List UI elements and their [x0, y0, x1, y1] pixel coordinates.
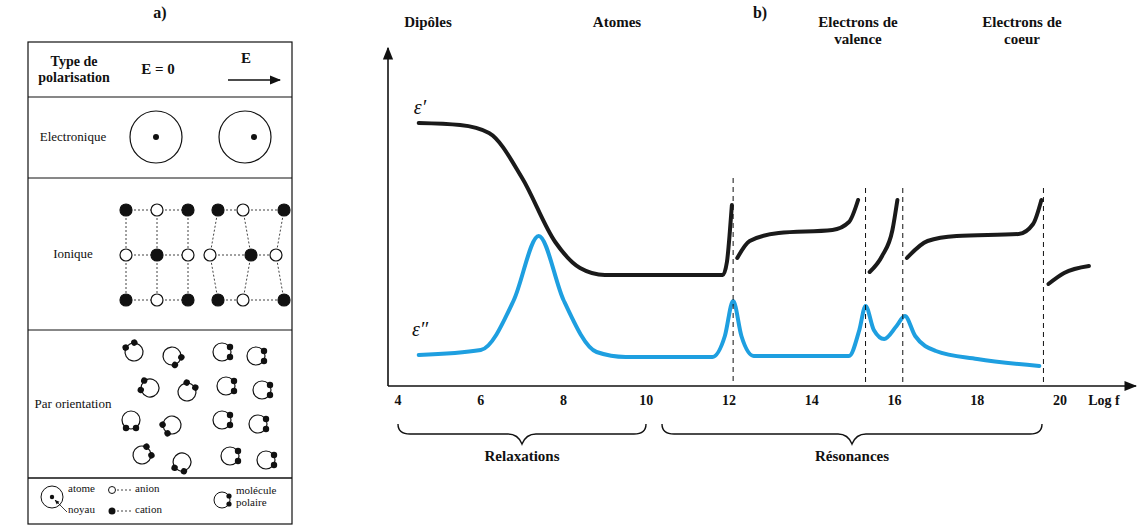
legend-text: cation	[135, 503, 180, 515]
range-label: Résonances	[792, 448, 912, 465]
curve-label: ε″	[405, 318, 435, 341]
tick-label: 16	[880, 393, 910, 409]
legend-text: noyau	[68, 503, 108, 515]
range-label: Relaxations	[462, 448, 582, 465]
range-braces	[398, 424, 1042, 444]
band-label: Dipôles	[383, 14, 473, 31]
tick-label: 14	[797, 393, 827, 409]
panel-letter: a)	[140, 4, 180, 22]
band-label: Atomes	[572, 14, 662, 31]
tick-label: 4	[383, 393, 413, 409]
cell-text: E	[241, 50, 251, 67]
axis-title: Log f	[1079, 393, 1129, 409]
tick-label: 10	[631, 393, 661, 409]
tick-label: 20	[1045, 393, 1075, 409]
legend-text: atome	[68, 482, 108, 494]
chart-axes	[388, 48, 1136, 386]
atom-figure	[130, 111, 271, 163]
cell-text: Type de polarisation	[32, 54, 116, 86]
tick-label: 12	[714, 393, 744, 409]
curve-label: ε′	[405, 96, 435, 119]
cell-text: Par orientation	[35, 397, 112, 412]
table-cell: Par orientation	[30, 331, 116, 477]
legend-text: molécule polaire	[236, 484, 290, 508]
polarisation-table	[28, 42, 292, 524]
tick-label: 8	[549, 393, 579, 409]
tick-label: 18	[962, 393, 992, 409]
tick-label: 6	[466, 393, 496, 409]
band-label: Electrons de valence	[813, 14, 903, 49]
cell-text: Ionique	[53, 247, 93, 262]
band-label: Electrons de coeur	[977, 14, 1067, 49]
table-cell: E	[204, 45, 288, 73]
polar-molecules	[121, 338, 278, 476]
panel-letter: b)	[740, 4, 780, 22]
legend-text: anion	[135, 482, 180, 494]
ionic-lattice	[120, 204, 290, 306]
cell-text: Electronique	[40, 130, 106, 145]
table-cell: Ionique	[30, 179, 116, 329]
cell-text: E = 0	[141, 61, 175, 78]
table-cell: Electronique	[30, 98, 116, 177]
table-cell: Type de polarisation	[32, 45, 116, 95]
table-cell: E = 0	[116, 45, 200, 95]
permittivity-curves	[419, 123, 1089, 384]
